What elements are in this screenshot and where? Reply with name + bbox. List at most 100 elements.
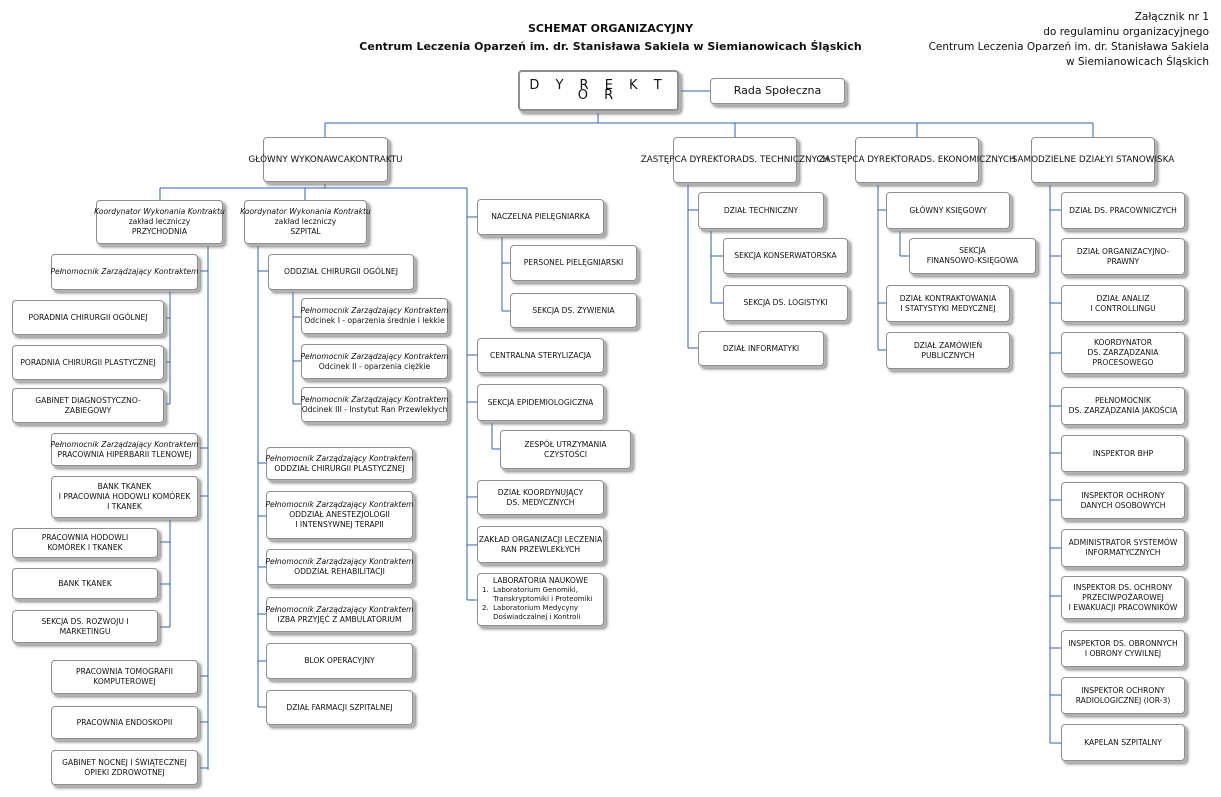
node-text: PROCESOWEGO [1092,358,1154,367]
node-inspektor-ppoz: INSPEKTOR DS. OCHRONY PRZECIWPOŻAROWEJ I… [1061,576,1185,619]
node-oddzial-rehabilitacji: Pełnomocnik Zarządzający Kontraktem ODDZ… [265,549,414,585]
node-text: OPIEKI ZDROWOTNEJ [84,767,165,777]
node-pracownia-endoskopii: PRACOWNIA ENDOSKOPII [51,706,198,739]
node-sekcja-konserwatorska: SEKCJA KONSERWATORSKA [723,238,848,274]
node-text: DZIAŁ KOORDYNUJĄCY [497,487,584,497]
node-bank-tkanek: BANK TKANEK [12,568,158,599]
node-dzial-analiz: DZIAŁ ANALIZ I CONTROLLINGU [1061,285,1185,322]
node-pracownia-hodowli: PRACOWNIA HODOWLI KOMÓREK I TKANEK [12,528,158,558]
attachment-line: Centrum Leczenia Oparzeń im. dr. Stanisł… [928,41,1209,53]
node-text: SAMODZIELNE DZIAŁY [1011,155,1111,165]
node-pelnomocnik-jakosci: PEŁNOMOCNIK DS. ZARZĄDZANIA JAKOŚCIĄ [1061,387,1185,425]
node-text: DS. TECHNICZNYCH [742,155,830,165]
node-text: SEKCJA [959,246,986,255]
chart-subtitle: Centrum Leczenia Oparzeń im. dr. Stanisł… [359,40,862,53]
node-text: PRACOWNIA HODOWLI [41,533,129,542]
node-pracownia-tomografii: PRACOWNIA TOMOGRAFII KOMPUTEROWEJ [51,660,198,694]
node-text: Pełnomocnik Zarządzający Kontraktem [300,306,449,315]
node-glowny-wykonawca: GŁÓWNY WYKONAWCA KONTRAKTU [248,137,403,182]
node-text: Koordynator Wykonania Kontraktu [240,207,371,216]
node-text: PRZECIWPOŻAROWEJ [1082,592,1164,602]
node-pelnomocnik-przychodnia: Pełnomocnik Zarządzający Kontraktem [50,254,199,290]
node-text: DS. ZARZĄDZANIA JAKOŚCIĄ [1068,406,1178,415]
node-text: INSPEKTOR DS. OCHRONY [1073,582,1173,592]
node-text: ODDZIAŁ CHIRURGII PLASTYCZNEJ [274,463,405,473]
node-izba-przyjec: Pełnomocnik Zarządzający Kontraktem IZBA… [265,597,414,632]
node-text: Pełnomocnik Zarządzający Kontraktem [265,453,414,463]
node-text: Koordynator Wykonania Kontraktu [94,207,225,216]
attachment-note: Załącznik nr 1 do regulaminu organizacyj… [909,10,1209,70]
node-text: ZASTĘPCA DYREKTORA [818,155,920,165]
node-personel-pielegniarski: PERSONEL PIELĘGNIARSKI [510,245,637,281]
node-text: I STANOWISKA [1110,155,1175,165]
node-poradnia-chirurgii-ogolnej: PORADNIA CHIRURGII OGÓLNEJ [12,300,164,335]
node-text: KOORDYNATOR [1093,338,1153,347]
node-dzial-pracowniczy: DZIAŁ DS. PRACOWNICZYCH [1061,192,1185,229]
node-zastepca-techniczny: ZASTĘPCA DYREKTORA DS. TECHNICZNYCH [641,137,829,183]
node-text: PRACOWNIA TOMOGRAFII [76,667,173,676]
node-dzial-koordynujacy: DZIAŁ KOORDYNUJĄCY DS. MEDYCZNYCH [477,480,604,515]
node-text: ODDZIAŁ REHABILITACJI [294,567,385,576]
node-kapelan-szpitalny: KAPELAN SZPITALNY [1061,724,1185,761]
node-text: INSPEKTOR OCHRONY [1081,685,1165,695]
node-odcinek-3: Pełnomocnik Zarządzający Kontraktem Odci… [300,387,449,422]
node-text: I INTENSYWNEJ TERAPII [295,520,384,529]
node-bank-tkanek-pracownia: BANK TKANEK I PRACOWNIA HODOWLI KOMÓREK … [51,476,198,518]
node-text: I PRACOWNIA HODOWLI KOMÓREK [58,492,191,501]
node-zaklad-organizacji: ZAKŁAD ORGANIZACJI LECZENIA RAN PRZEWLEK… [477,526,604,563]
node-oddzial-chirurgii-ogolnej: ODDZIAŁ CHIRURGII OGÓLNEJ [268,254,414,290]
node-text: Pełnomocnik Zarządzający Kontraktem [265,557,414,566]
node-dzial-farmacji: DZIAŁ FARMACJI SZPITALNEJ [266,690,413,725]
node-text: GABINET NOCNEJ I ŚWIĄTECZNEJ [62,757,187,767]
node-centralna-sterylizacja: CENTRALNA STERYLIZACJA [477,338,604,373]
node-text: INFORMATYCZNYCH [1085,548,1161,557]
node-text: Pełnomocnik Zarządzający Kontraktem [265,604,414,614]
node-text: Odcinek II - oparzenia ciężkie [318,361,431,371]
node-text: PRZYCHODNIA [131,227,188,236]
node-text: FINANSOWO-KSIĘGOWA [926,256,1019,265]
node-text: RAN PRZEWLEKŁYCH [500,544,581,554]
node-text: KONTRAKTU [349,154,403,165]
node-text: zakład leczniczy [128,217,191,226]
node-koordynator-procesowy: KOORDYNATOR DS. ZARZĄDZANIA PROCESOWEGO [1061,332,1185,374]
node-text: INSPEKTOR DS. OBRONNYCH [1068,638,1178,648]
node-inspektor-bhp: INSPEKTOR BHP [1061,435,1185,472]
node-text: ZAKŁAD ORGANIZACJI LECZENIA [478,534,603,544]
node-koordynator-przychodnia: Koordynator Wykonania Kontraktu zakład l… [94,200,225,244]
node-text: Pełnomocnik Zarządzający Kontraktem [50,439,199,449]
node-text: DS. ZARZĄDZANIA [1087,348,1159,357]
chart-title: SCHEMAT ORGANIZACYJNY [527,22,694,35]
node-text: IZBA PRZYJĘĆ Z AMBULATORIUM [277,614,402,624]
node-zastepca-ekonomiczny: ZASTĘPCA DYREKTORA DS. EKONOMICZNYCH [818,137,1016,183]
node-odcinek-1: Pełnomocnik Zarządzający Kontraktem Odci… [300,298,449,334]
node-text: DS. MEDYCZNYCH [506,497,575,507]
node-sekcja-zywienia: SEKCJA DS. ŻYWIENIA [510,293,637,328]
node-text: SZPITAL [290,227,321,236]
node-text: I STATYSTYKI MEDYCZNEJ [900,303,996,313]
node-sekcja-finansowo-ksiegowa: SEKCJA FINANSOWO-KSIĘGOWA [909,238,1036,274]
node-text: CZYSTOŚCI [544,449,587,459]
node-text: I CONTROLLINGU [1090,303,1156,313]
node-dzial-zamowien: DZIAŁ ZAMÓWIEŃ PUBLICZNYCH [886,332,1010,369]
node-zespol-czystosci: ZESPÓŁ UTRZYMANIA CZYSTOŚCI [500,430,631,469]
node-inspektor-danych: INSPEKTOR OCHRONY DANYCH OSOBOWYCH [1061,482,1185,519]
node-glowny-ksiegowy: GŁÓWNY KSIĘGOWY [886,192,1010,229]
node-text: 2. Laboratorium Medycyny [482,604,579,612]
node-text: Odcinek I - oparzenia średnie i lekkie [304,316,445,325]
node-text: BANK TKANEK [97,482,152,491]
node-text: 1. Laboratorium Genomiki, [482,586,578,594]
node-oddzial-anestezjologii: Pełnomocnik Zarządzający Kontraktem ODDZ… [265,491,414,539]
node-sekcja-epidemiologiczna: SEKCJA EPIDEMIOLOGICZNA [477,384,604,421]
node-text: ZASTĘPCA DYREKTORA [640,155,743,165]
node-text: KOMPUTEROWEJ [93,677,156,686]
node-text: Pełnomocnik Zarządzający Kontraktem [50,267,199,276]
node-text: DZIAŁ ANALIZ [1096,293,1150,303]
node-text: GŁÓWNY WYKONAWCA [248,154,350,165]
node-pracownia-hiperbarii: Pełnomocnik Zarządzający Kontraktem PRAC… [50,433,199,466]
node-administrator-systemow: ADMINISTRATOR SYSTEMÓW INFORMATYCZNYCH [1061,529,1185,567]
node-text: LABORATORIA NAUKOWE [492,576,589,585]
node-dzial-organizacyjno-prawny: DZIAŁ ORGANIZACYJNO-PRAWNY [1061,238,1185,275]
attachment-line: Załącznik nr 1 [1134,11,1209,23]
node-laboratoria-naukowe: LABORATORIA NAUKOWE 1. Laboratorium Geno… [477,573,604,626]
node-text: PRACOWNIA HIPERBARII TLENOWEJ [57,449,192,459]
